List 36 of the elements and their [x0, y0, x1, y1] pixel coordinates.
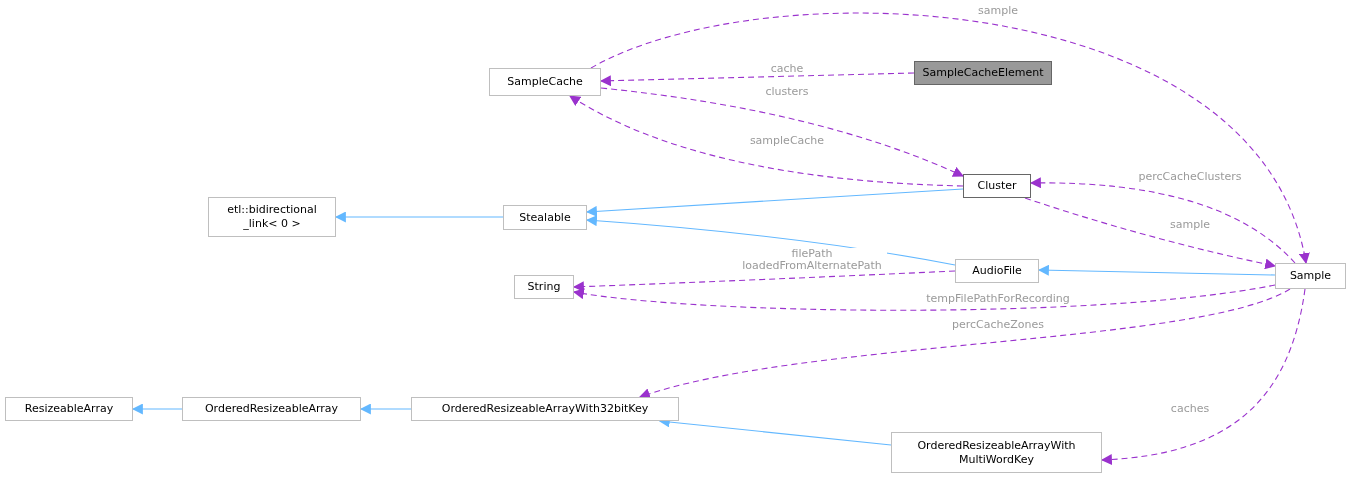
edge-label: cache — [769, 63, 805, 75]
arrow — [131, 403, 183, 415]
class-box: SampleCacheElement — [914, 61, 1052, 85]
dashed-arrow — [569, 95, 964, 187]
edge-label: sample — [1169, 219, 1211, 231]
dashed-arrow — [572, 284, 1276, 311]
class-box: OrderedResizeableArrayWith MultiWordKey — [891, 432, 1102, 473]
dashed-arrow — [1029, 177, 1296, 264]
class-box: Sample — [1275, 263, 1346, 289]
dashed-arrow — [600, 87, 964, 178]
arrow — [334, 211, 504, 223]
dashed-arrow — [1024, 197, 1277, 270]
class-box: OrderedResizeableArray — [182, 397, 361, 421]
class-box: etl::bidirectional _link< 0 > — [208, 197, 336, 237]
arrow — [1037, 264, 1276, 276]
class-box: SampleCache — [489, 68, 601, 96]
edge-label: percCacheZones — [951, 319, 1045, 331]
dashed-arrow — [572, 270, 956, 293]
class-box: Stealable — [503, 205, 587, 230]
edge-label: tempFilePathForRecording — [925, 293, 1071, 305]
dashed-arrow — [590, 12, 1309, 265]
dashed-arrow — [599, 72, 915, 87]
edge-label: sampleCache — [748, 135, 826, 147]
edge-label: clusters — [764, 86, 810, 98]
arrow — [359, 403, 412, 415]
class-box: OrderedResizeableArrayWith32bitKey — [411, 397, 679, 421]
class-box: ResizeableArray — [5, 397, 133, 421]
class-box: Cluster — [963, 174, 1031, 198]
edge-label: percCacheClusters — [1137, 171, 1243, 183]
class-box: String — [514, 275, 574, 299]
arrow — [585, 215, 956, 266]
arrow — [585, 188, 964, 217]
class-box: AudioFile — [955, 259, 1039, 283]
dashed-arrow — [1100, 288, 1306, 465]
edge-label: caches — [1169, 403, 1211, 415]
edge-label: sample — [977, 5, 1019, 17]
